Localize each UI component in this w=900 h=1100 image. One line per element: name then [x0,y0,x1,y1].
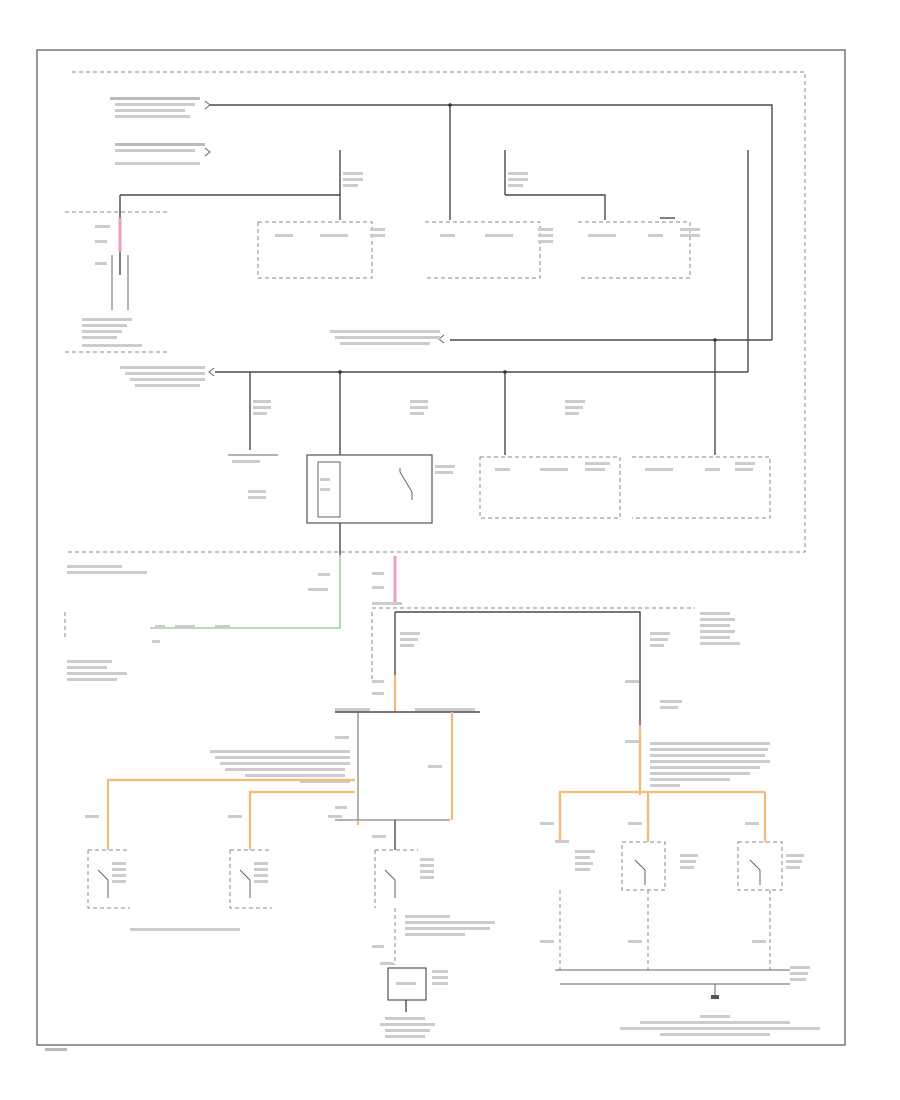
relay-upper-3 [578,221,700,279]
underhood-relay-center-outline [65,71,806,553]
door-switch-2 [229,849,272,909]
ip-fuse-labels [395,611,740,650]
relay-lower-4 [632,456,771,519]
connector-symbols [204,100,445,377]
door-switch-1 [87,849,130,909]
relay-upper-2 [425,221,553,279]
ip-fuse-block-outline [371,607,695,680]
relay-upper-3-feed [660,150,749,372]
footer-mark [45,1048,67,1051]
relay-lower-1 [228,454,278,499]
relay-upper-1 [257,221,385,279]
page-frame [36,49,846,1046]
right-module-feed [625,650,770,795]
left-lamp [380,962,448,1038]
relay-lower-2 [306,454,455,555]
fuse-label-group [110,97,528,187]
fuse-labels-middle [253,400,585,415]
door-switch-3 [374,849,434,908]
pink-feed [372,556,402,605]
left-module-feed [372,612,397,712]
rear-switch-1 [575,850,595,871]
rear-switch-2 [621,841,698,891]
left-module-outputs [85,778,396,850]
left-feed-wire [65,211,170,353]
connector-c1 [64,555,341,681]
rear-ground-bus [540,890,820,1036]
door-switch-note [130,908,495,965]
rear-switch-3 [737,841,804,891]
relay-lower-3 [479,456,621,519]
middle-bus [120,330,772,455]
left-module-box [210,708,480,821]
right-module-outputs [540,790,767,843]
